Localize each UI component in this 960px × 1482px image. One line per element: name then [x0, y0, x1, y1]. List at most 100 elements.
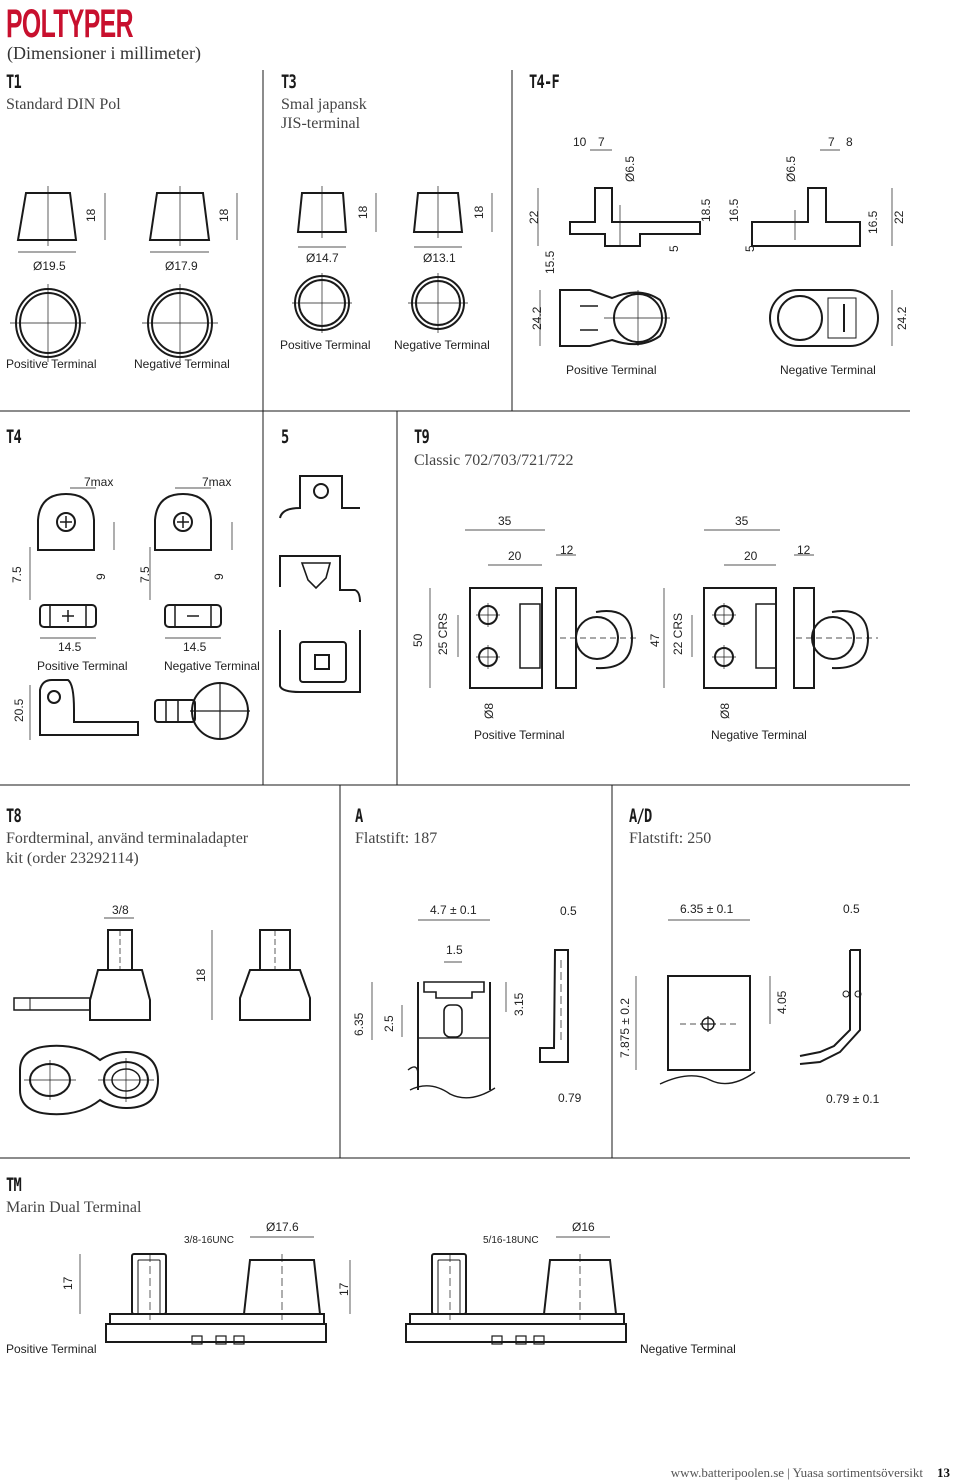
- t4-dim-e: 7.5: [138, 566, 152, 583]
- ad-dim-c: 7.875 ± 0.2: [618, 998, 632, 1058]
- tm-heading: TM: [6, 1174, 22, 1196]
- t4-drawing: [29, 487, 250, 740]
- t3-dim-d2: Ø13.1: [423, 251, 456, 265]
- t1-positive-label: Positive Terminal: [6, 357, 97, 371]
- t8-subtitle-2: kit (order 23292114): [6, 850, 139, 867]
- footer-site: www.batteripoolen.se | Yuasa sortimentsö…: [670, 1465, 923, 1480]
- t4-dim-d: 9: [94, 573, 108, 580]
- page-title: POLTYPER: [6, 2, 133, 46]
- t1-dim-d1: Ø19.5: [33, 259, 66, 273]
- t8-heading: T8: [6, 805, 22, 827]
- a-drawing: [371, 919, 569, 1099]
- t4f-heading: T4-F: [529, 71, 560, 93]
- t4-dim-b: 7max: [202, 475, 232, 489]
- t3-subtitle-1: Smal japansk: [281, 96, 367, 113]
- a-dim-c: 1.5: [446, 943, 463, 957]
- a-dim-g: 0.79: [558, 1091, 582, 1105]
- t4-dim-g: 14.5: [58, 640, 82, 654]
- t4f-dim-e: 15.5: [543, 250, 557, 274]
- t9-dim-l: Ø8: [718, 702, 732, 719]
- t8-dim-a: 3/8: [112, 903, 129, 917]
- t9-dim-b: 20: [508, 549, 522, 563]
- t9-heading: T9: [414, 426, 430, 448]
- a-heading: A: [355, 805, 363, 827]
- t1-heading: T1: [6, 71, 22, 93]
- t1-drawing: [10, 186, 238, 362]
- t4-dim-c: 7.5: [10, 566, 24, 583]
- t9-dim-g: 50: [411, 633, 425, 647]
- tm-negative-label: Negative Terminal: [640, 1342, 736, 1356]
- ad-subtitle: Flatstift: 250: [629, 830, 712, 847]
- t4f-dim-a: 10: [573, 135, 587, 149]
- t3-positive-label: Positive Terminal: [280, 338, 371, 352]
- t3-dim-d1: Ø14.7: [306, 251, 339, 265]
- t4f-dim-o: 24.2: [530, 306, 544, 330]
- t9-positive-label: Positive Terminal: [474, 728, 565, 742]
- t3-heading: T3: [281, 71, 297, 93]
- t4-dim-h: 14.5: [183, 640, 207, 654]
- t4f-negative-label: Negative Terminal: [780, 363, 876, 377]
- tm-dim-b: Ø17.6: [266, 1220, 299, 1234]
- t4f-positive-label: Positive Terminal: [566, 363, 657, 377]
- t4-dim-a: 7max: [84, 475, 114, 489]
- t9-subtitle: Classic 702/703/721/722: [414, 452, 574, 469]
- tm-positive-label: Positive Terminal: [6, 1342, 97, 1356]
- t9-dim-e: 20: [744, 549, 758, 563]
- a-dim-b: 0.5: [560, 904, 577, 918]
- t4f-dim-h: 16.5: [727, 198, 741, 222]
- t9-drawing: [429, 529, 878, 689]
- t4f-dim-k: 7: [828, 135, 835, 149]
- t4-dim-f: 9: [212, 573, 226, 580]
- t4f-drawing: [537, 149, 893, 347]
- t5-heading: 5: [281, 426, 289, 448]
- t9-dim-k: Ø8: [482, 702, 496, 719]
- t3-dim-h2: 18: [472, 205, 486, 219]
- t9-negative-label: Negative Terminal: [711, 728, 807, 742]
- t4-positive-label: Positive Terminal: [37, 659, 128, 673]
- tm-dim-e: 5/16-18UNC: [483, 1235, 539, 1246]
- tm-subtitle: Marin Dual Terminal: [6, 1199, 142, 1216]
- t9-dim-j: 22 CRS: [671, 612, 685, 655]
- t9-dim-i: 47: [648, 633, 662, 647]
- ad-dim-a: 6.35 ± 0.1: [680, 902, 734, 916]
- t4f-dim-l: 8: [846, 135, 853, 149]
- t4f-dim-m: 16.5: [866, 210, 880, 234]
- t9-dim-c: 12: [560, 543, 574, 557]
- t4-heading: T4: [6, 426, 22, 448]
- t1-negative-label: Negative Terminal: [134, 357, 230, 371]
- a-dim-f: 3.15: [512, 992, 526, 1016]
- tm-dim-a: 3/8-16UNC: [184, 1235, 235, 1246]
- t3-dim-h1: 18: [356, 205, 370, 219]
- a-dim-e: 2.5: [382, 1015, 396, 1032]
- t3-negative-label: Negative Terminal: [394, 338, 490, 352]
- t8-subtitle-1: Fordterminal, använd terminaladapter: [6, 830, 249, 847]
- a-subtitle: Flatstift: 187: [355, 830, 438, 847]
- t4f-dim-g: 18.5: [699, 198, 713, 222]
- t4f-dim-b: 7: [598, 135, 605, 149]
- t9-dim-d: 35: [735, 514, 749, 528]
- t3-drawing: [292, 186, 493, 333]
- t8-drawing: [13, 917, 311, 1116]
- t1-subtitle: Standard DIN Pol: [6, 96, 121, 113]
- t4-dim-i: 20.5: [12, 698, 26, 722]
- ad-dim-b: 0.5: [843, 902, 860, 916]
- a-dim-d: 6.35: [352, 1012, 366, 1036]
- t9-dim-h: 25 CRS: [436, 612, 450, 655]
- ad-dim-e: 0.79 ± 0.1: [826, 1092, 880, 1106]
- t4f-dim-c: Ø6.5: [623, 155, 637, 182]
- page-subtitle: (Dimensioner i millimeter): [7, 43, 201, 63]
- t1-dim-h2: 18: [217, 208, 231, 222]
- t4f-dim-i: 5: [743, 245, 757, 252]
- ad-dim-d: 4.05: [775, 990, 789, 1014]
- a-dim-a: 4.7 ± 0.1: [430, 903, 477, 917]
- tm-dim-c: 17: [61, 1276, 75, 1290]
- t5-drawing: [279, 475, 361, 693]
- tm-dim-f: Ø16: [572, 1220, 595, 1234]
- t8-dim-b: 18: [194, 968, 208, 982]
- t4f-dim-f: 5: [667, 245, 681, 252]
- tm-dim-d: 17: [337, 1282, 351, 1296]
- section-separators: [0, 70, 910, 1159]
- t4-negative-label: Negative Terminal: [164, 659, 260, 673]
- tm-drawing: [79, 1236, 627, 1345]
- footer-page-number: 13: [937, 1465, 950, 1480]
